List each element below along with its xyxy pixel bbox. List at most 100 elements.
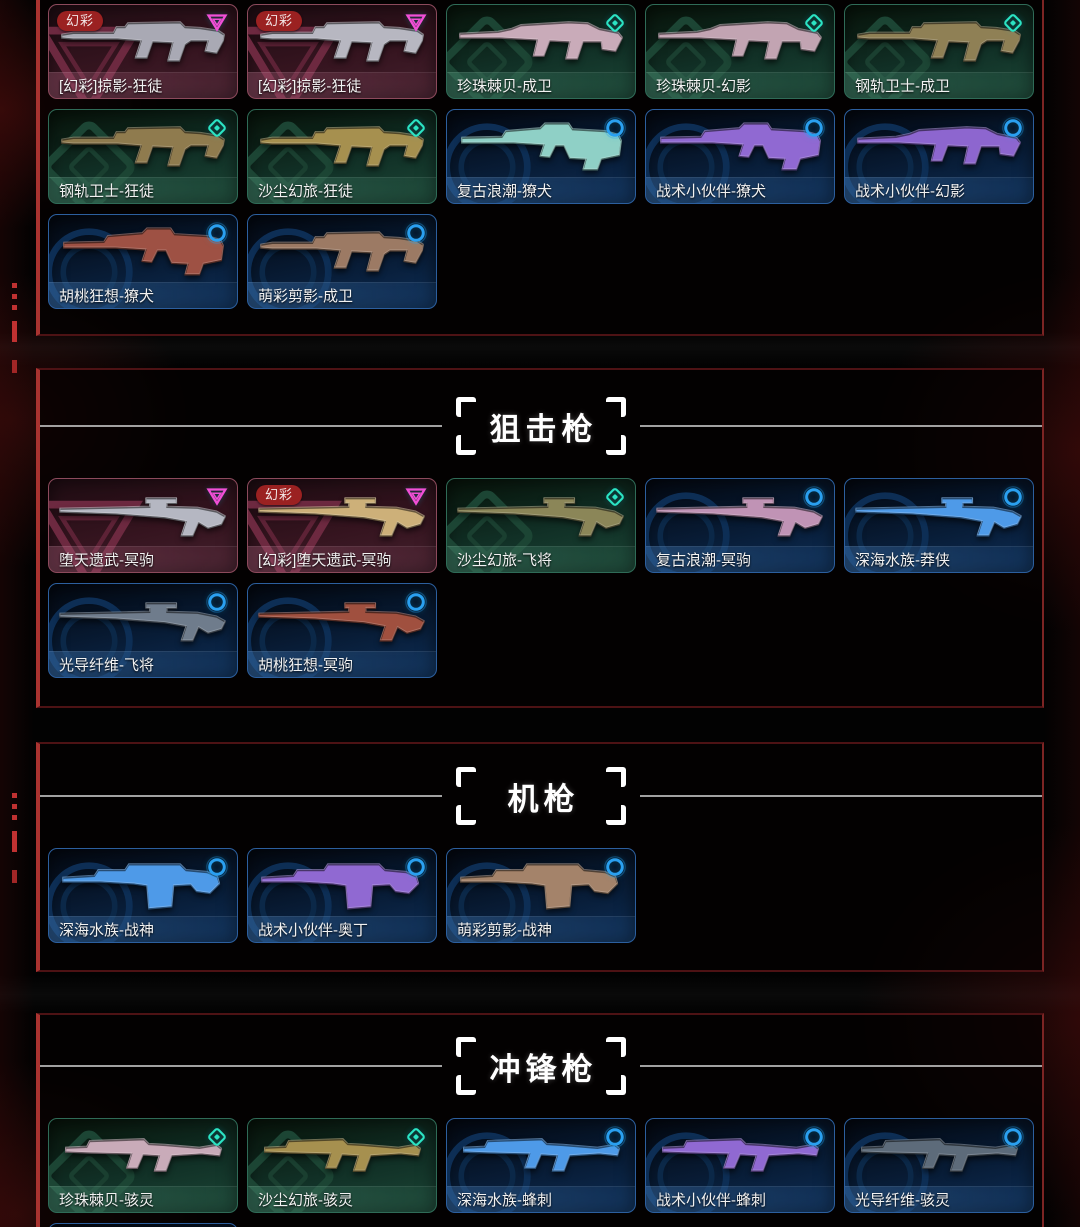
skin-name: 钢轨卫士-成卫 <box>845 72 1033 98</box>
rarity-ring-icon <box>1002 486 1024 508</box>
corner-bracket-icon <box>456 397 476 417</box>
rarity-ring-icon <box>206 222 228 244</box>
skin-card[interactable]: 幻彩[幻彩]掠影-狂徒 <box>247 4 437 99</box>
skin-card[interactable]: 战术小伙伴-奥丁 <box>247 848 437 943</box>
rarity-diamond-icon <box>606 488 624 506</box>
weapon-image <box>661 1138 820 1172</box>
rarity-ring-icon <box>604 117 626 139</box>
corner-bracket-icon <box>456 435 476 455</box>
skin-name: 战术小伙伴-幻影 <box>845 177 1033 203</box>
skin-name: [幻彩]掠影-狂徒 <box>248 72 436 98</box>
card-grid: 幻彩[幻彩]掠影-狂徒幻彩[幻彩]掠影-狂徒珍珠棘贝-成卫珍珠棘贝-幻影钢轨卫士… <box>40 0 1042 309</box>
weapon-image <box>61 126 225 167</box>
diamond-watermark-icon <box>248 121 334 203</box>
corner-bracket-icon <box>606 435 626 455</box>
section-header: 冲锋枪 <box>40 1036 1042 1096</box>
weapon-image <box>59 602 227 642</box>
skin-card[interactable]: 珍珠棘贝-幻影 <box>645 4 835 99</box>
skin-card[interactable]: 复古浪潮-獠犬 <box>446 109 636 204</box>
skin-card[interactable]: 萌彩剪影-成卫 <box>247 214 437 309</box>
weapon-image <box>460 863 619 910</box>
skin-name: 钢轨卫士-狂徒 <box>49 177 237 203</box>
weapon-image <box>261 863 420 910</box>
skin-name: 战术小伙伴-蜂刺 <box>646 1186 834 1212</box>
corner-bracket-icon <box>606 805 626 825</box>
skin-card[interactable]: 复古浪潮-冥驹 <box>645 478 835 573</box>
weapon-image <box>263 1138 422 1172</box>
skin-name: 深海水族-莽侠 <box>845 546 1033 572</box>
weapon-image <box>258 497 426 537</box>
section-rifles: 幻彩[幻彩]掠影-狂徒幻彩[幻彩]掠影-狂徒珍珠棘贝-成卫珍珠棘贝-幻影钢轨卫士… <box>36 0 1044 336</box>
section-header: 狙击枪 <box>40 396 1042 456</box>
corner-bracket-icon <box>606 767 626 787</box>
skin-card[interactable]: 钢轨卫士-狂徒 <box>48 109 238 204</box>
huancai-badge: 幻彩 <box>256 485 303 505</box>
skin-card[interactable]: 沙尘幻旅-狂徒 <box>247 109 437 204</box>
weapon-image <box>260 21 424 62</box>
weapon-image <box>61 21 225 62</box>
skin-name: 复古浪潮-冥驹 <box>646 546 834 572</box>
skin-name: 胡桃狂想-冥驹 <box>248 651 436 677</box>
rarity-triangle-icon <box>405 488 427 506</box>
rarity-ring-icon <box>405 222 427 244</box>
bracket-frame: 机枪 <box>456 767 626 825</box>
rarity-ring-icon <box>803 117 825 139</box>
rarity-diamond-icon <box>208 1128 226 1146</box>
weapon-image <box>64 1138 223 1172</box>
skin-name: 沙尘幻旅-狂徒 <box>248 177 436 203</box>
skin-name: 光导纤维-飞将 <box>49 651 237 677</box>
skin-card[interactable]: 沙尘幻旅-飞将 <box>446 478 636 573</box>
skin-card[interactable]: 珍珠棘贝-成卫 <box>446 4 636 99</box>
skin-name: 战术小伙伴-獠犬 <box>646 177 834 203</box>
rarity-ring-icon <box>1002 1126 1024 1148</box>
weapon-image <box>855 497 1023 537</box>
rarity-ring-icon <box>405 856 427 878</box>
skin-card[interactable]: 战术小伙伴-幻影 <box>844 109 1034 204</box>
skin-card[interactable]: 战术小伙伴-蜂刺 <box>645 1118 835 1213</box>
skin-card[interactable]: 胡桃狂想-冥驹 <box>247 583 437 678</box>
card-grid: 深海水族-战神战术小伙伴-奥丁萌彩剪影-战神 <box>40 848 1042 943</box>
skin-card[interactable]: 战术小伙伴-獠犬 <box>645 109 835 204</box>
weapon-image <box>658 21 823 60</box>
skin-name: [幻彩]堕天遗武-冥驹 <box>248 546 436 572</box>
weapon-image <box>660 122 822 171</box>
rarity-diamond-icon <box>407 1128 425 1146</box>
weapon-image <box>461 122 623 171</box>
skin-card[interactable]: 深海水族-战神 <box>48 848 238 943</box>
diamond-watermark-icon <box>845 16 931 98</box>
rarity-ring-icon <box>1002 117 1024 139</box>
skin-card-partial[interactable] <box>48 1223 238 1227</box>
skin-card[interactable]: 光导纤维-骇灵 <box>844 1118 1034 1213</box>
skin-card[interactable]: 沙尘幻旅-骇灵 <box>247 1118 437 1213</box>
skin-card[interactable]: 幻彩[幻彩]掠影-狂徒 <box>48 4 238 99</box>
rarity-diamond-icon <box>606 14 624 32</box>
weapon-image <box>462 1138 621 1172</box>
skin-name: 深海水族-蜂刺 <box>447 1186 635 1212</box>
rarity-diamond-icon <box>407 119 425 137</box>
skin-card[interactable]: 堕天遗武-冥驹 <box>48 478 238 573</box>
skin-card[interactable]: 深海水族-莽侠 <box>844 478 1034 573</box>
skin-name: 战术小伙伴-奥丁 <box>248 916 436 942</box>
card-grid: 珍珠棘贝-骇灵沙尘幻旅-骇灵深海水族-蜂刺战术小伙伴-蜂刺光导纤维-骇灵 <box>40 1118 1042 1227</box>
rarity-ring-icon <box>803 1126 825 1148</box>
skin-card[interactable]: 幻彩 [幻彩]堕天遗武-冥驹 <box>247 478 437 573</box>
divider-line <box>40 425 442 427</box>
triangle-watermark-icon <box>49 500 143 572</box>
weapon-image <box>62 863 221 910</box>
rarity-ring-icon <box>206 591 228 613</box>
skin-name: 萌彩剪影-成卫 <box>248 282 436 308</box>
rarity-ring-icon <box>604 856 626 878</box>
weapon-image <box>860 1138 1019 1172</box>
corner-bracket-icon <box>456 767 476 787</box>
weapon-image <box>260 126 424 167</box>
skin-card[interactable]: 胡桃狂想-獠犬 <box>48 214 238 309</box>
skin-card[interactable]: 光导纤维-飞将 <box>48 583 238 678</box>
skin-name: 珍珠棘贝-成卫 <box>447 72 635 98</box>
skin-card[interactable]: 深海水族-蜂刺 <box>446 1118 636 1213</box>
diamond-watermark-icon <box>49 121 135 203</box>
weapon-image <box>63 227 225 276</box>
skin-card[interactable]: 萌彩剪影-战神 <box>446 848 636 943</box>
skin-card[interactable]: 珍珠棘贝-骇灵 <box>48 1118 238 1213</box>
skin-card[interactable]: 钢轨卫士-成卫 <box>844 4 1034 99</box>
